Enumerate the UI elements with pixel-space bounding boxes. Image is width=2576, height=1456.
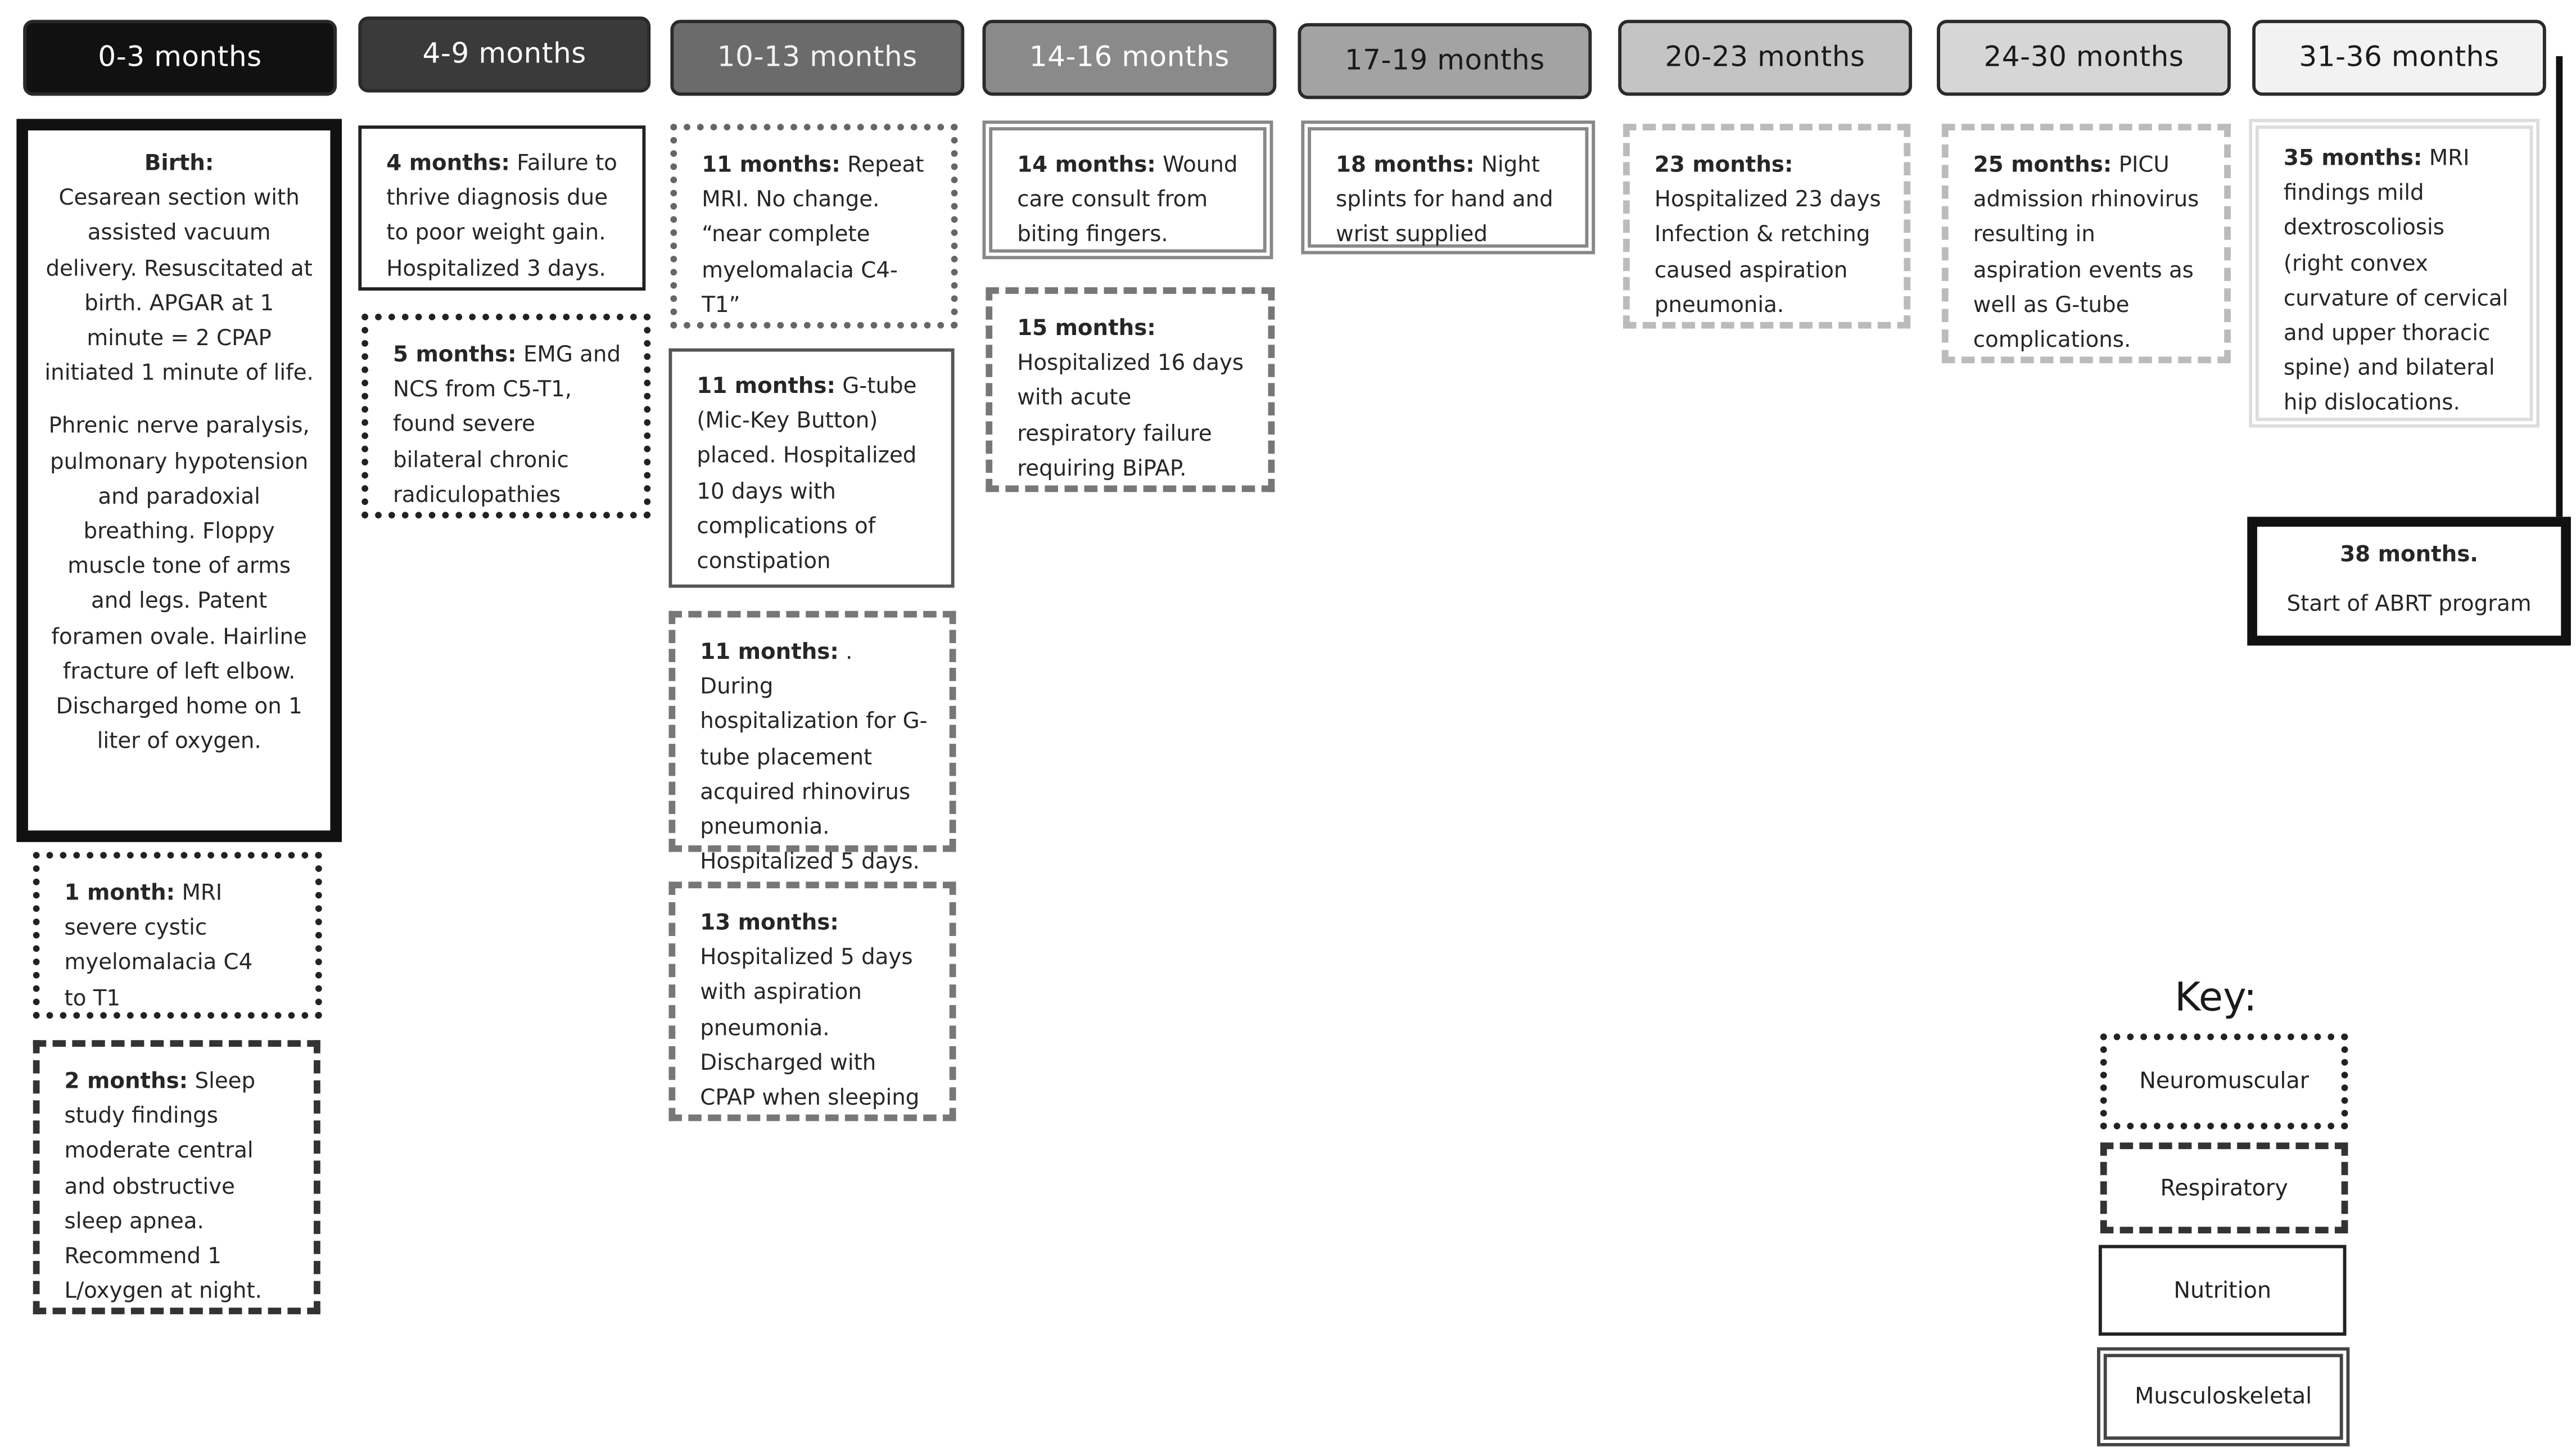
event-13-months: 13 months: Hospitalized 5 days with aspi…: [668, 881, 956, 1122]
header-label: 10-13 months: [717, 41, 918, 75]
header-10-13-months: 10-13 months: [670, 20, 965, 96]
key-item-neuromuscular: Neuromuscular: [2100, 1033, 2348, 1129]
event-lead: 23 months:: [1654, 153, 1793, 179]
event-text: Hospitalized 5 days with aspiration pneu…: [700, 946, 920, 1111]
event-lead: 15 months:: [1017, 316, 1156, 342]
header-label: 14-16 months: [1029, 41, 1230, 75]
header-0-3-months: 0-3 months: [23, 20, 337, 96]
event-lead: 18 months:: [1336, 153, 1475, 179]
event-15-months: 15 months: Hospitalized 16 days with acu…: [986, 287, 1275, 492]
event-text: Cesarean section with assisted vacuum de…: [44, 187, 314, 387]
event-5-months: 5 months: EMG and NCS from C5-T1, found …: [361, 314, 651, 519]
event-lead: 1 month:: [64, 881, 175, 907]
event-text: Hospitalized 23 days Infection & retchin…: [1654, 188, 1881, 319]
event-text: . During hospitalization for G-tube plac…: [700, 640, 928, 876]
event-text: Sleep study findings moderate central an…: [64, 1070, 262, 1305]
event-14-months: 14 months: Wound care consult from bitin…: [982, 120, 1273, 260]
event-35-months: 35 months: MRI findings mild dextroscoli…: [2249, 119, 2540, 428]
event-1-month: 1 month: MRI severe cystic myelomalacia …: [33, 852, 322, 1019]
event-11-months-gtube: 11 months: G-tube (Mic-Key Button) place…: [668, 348, 955, 588]
event-text: Night splints for hand and wrist supplie…: [1336, 153, 1553, 248]
event-text: MRI findings mild dextroscoliosis (right…: [2283, 147, 2509, 417]
event-lead: 25 months:: [1973, 153, 2112, 179]
event-birth: Birth: Cesarean section with assisted va…: [16, 119, 342, 842]
header-label: 20-23 months: [1665, 41, 1865, 75]
key-item-musculoskeletal: Musculoskeletal: [2096, 1347, 2350, 1446]
event-4-months: 4 months: Failure to thrive diagnosis du…: [358, 125, 646, 291]
event-text: EMG and NCS from C5-T1, found severe bil…: [393, 343, 621, 509]
header-17-19-months: 17-19 months: [1298, 23, 1592, 100]
header-label: 17-19 months: [1344, 44, 1545, 78]
event-text: Repeat MRI. No change. “near complete my…: [702, 153, 924, 319]
event-2-months: 2 months: Sleep study findings moderate …: [33, 1040, 320, 1314]
event-lead: 11 months:: [702, 153, 840, 179]
event-lead: 4 months:: [386, 152, 510, 177]
event-lead: 35 months:: [2283, 147, 2423, 172]
key-item-nutrition: Nutrition: [2098, 1245, 2347, 1336]
event-text: Start of ABRT program: [2286, 593, 2532, 618]
event-11-months-rhinovirus: 11 months: . During hospitalization for …: [668, 611, 956, 875]
header-24-30-months: 24-30 months: [1937, 20, 2231, 96]
event-23-months: 23 months: Hospitalized 23 days Infectio…: [1623, 124, 1911, 329]
key-title: Key:: [2175, 974, 2257, 1021]
event-11-months-mri: 11 months: Repeat MRI. No change. “near …: [670, 124, 958, 329]
event-lead: 11 months:: [697, 374, 835, 400]
event-lead: 2 months:: [64, 1070, 188, 1095]
event-text: Failure to thrive diagnosis due to poor …: [386, 152, 617, 282]
event-text: G-tube (Mic-Key Button) placed. Hospital…: [697, 374, 917, 575]
event-lead: 13 months:: [700, 911, 839, 937]
event-text: PICU admission rhinovirus resulting in a…: [1973, 153, 2199, 354]
header-20-23-months: 20-23 months: [1618, 20, 1913, 96]
event-lead: 11 months:: [700, 640, 839, 666]
event-25-months: 25 months: PICU admission rhinovirus res…: [1941, 124, 2231, 364]
event-lead: 14 months:: [1017, 153, 1156, 179]
event-18-months: 18 months: Night splints for hand and wr…: [1301, 120, 1596, 255]
event-lead: 5 months:: [393, 343, 517, 368]
key-item-respiratory: Respiratory: [2100, 1142, 2348, 1233]
header-label: 4-9 months: [422, 38, 586, 71]
event-38-months: 38 months. Start of ABRT program: [2247, 517, 2571, 646]
event-lead: 38 months.: [2340, 543, 2478, 568]
event-text: Wound care consult from biting fingers.: [1017, 153, 1238, 248]
header-label: 0-3 months: [98, 41, 262, 75]
header-4-9-months: 4-9 months: [358, 16, 651, 93]
header-label: 31-36 months: [2299, 41, 2500, 75]
event-text: Hospitalized 16 days with acute respirat…: [1017, 352, 1244, 482]
connector-line-vertical: [2556, 56, 2563, 522]
event-text: Phrenic nerve paralysis, pulmonary hypot…: [48, 415, 310, 755]
event-text: MRI severe cystic myelomalacia C4 to T1: [64, 881, 253, 1012]
event-lead: Birth:: [144, 152, 214, 177]
header-14-16-months: 14-16 months: [982, 20, 1277, 96]
header-label: 24-30 months: [1983, 41, 2184, 75]
header-31-36-months: 31-36 months: [2252, 20, 2546, 96]
